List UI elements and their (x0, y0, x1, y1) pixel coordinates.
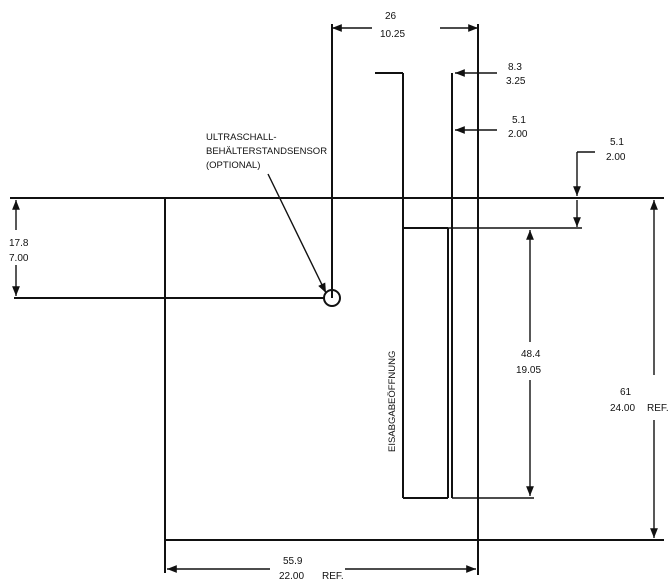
sensor-callout: ULTRASCHALL- BEHÄLTERSTANDSENSOR (OPTION… (206, 132, 327, 171)
dim-48-4: 48.4 19.05 (452, 230, 541, 499)
dim-8-3-inch: 3.25 (506, 76, 526, 87)
dim-61-mm: 61 (620, 387, 632, 398)
dim-5-1-vertical: 5.1 2.00 (448, 137, 626, 229)
dim-48-4-mm: 48.4 (521, 349, 541, 360)
dim-5-1-h-inch: 2.00 (508, 129, 528, 140)
dim-61-ref: REF. (647, 403, 669, 414)
dim-26: 26 10.25 (332, 11, 478, 40)
dim-61-inch: 24.00 (610, 403, 635, 414)
dim-17-8: 17.8 7.00 (9, 200, 29, 296)
dim-55-9-inch: 22.00 (279, 571, 304, 582)
dim-17-8-mm: 17.8 (9, 238, 29, 249)
dim-55-9: 55.9 22.00 REF. (167, 556, 476, 582)
dim-5-1-v-inch: 2.00 (606, 152, 626, 163)
opening-outline (375, 72, 453, 499)
callout-line-3: (OPTIONAL) (206, 160, 260, 171)
sensor (14, 24, 341, 307)
callout-leader-line (267, 173, 327, 294)
dim-5-1-h-mm: 5.1 (512, 115, 526, 126)
callout-line-2: BEHÄLTERSTANDSENSOR (206, 146, 327, 157)
dim-26-mm: 26 (385, 11, 397, 22)
dim-55-9-mm: 55.9 (283, 556, 303, 567)
dim-61: 61 24.00 REF. (610, 200, 669, 538)
dim-17-8-inch: 7.00 (9, 253, 29, 264)
dim-5-1-v-mm: 5.1 (610, 137, 624, 148)
callout-line-1: ULTRASCHALL- (206, 132, 277, 143)
dim-48-4-inch: 19.05 (516, 365, 541, 376)
opening-label: EISABGABEÖFFNUNG (387, 351, 398, 452)
dim-8-3-mm: 8.3 (508, 62, 522, 73)
dim-8-3: 8.3 3.25 (455, 62, 526, 87)
dim-55-9-ref: REF. (322, 571, 344, 582)
dim-26-inch: 10.25 (380, 29, 405, 40)
outline (10, 24, 664, 575)
dim-5-1-horizontal: 5.1 2.00 (455, 115, 528, 140)
